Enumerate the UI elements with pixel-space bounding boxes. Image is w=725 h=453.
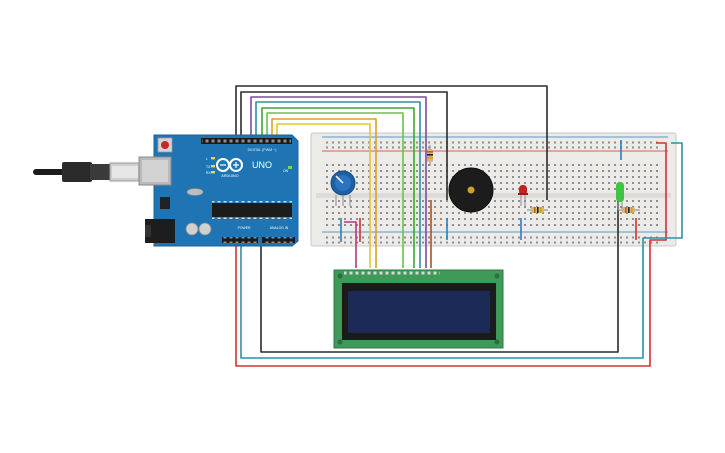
lcd-screen <box>348 291 490 333</box>
arduino-uno-board[interactable]: DIGITAL (PWM ~) UNO ARDUINO L TX RX ON <box>33 134 299 247</box>
piezo-buzzer[interactable] <box>448 167 494 213</box>
rail-holes-bottom[interactable] <box>326 234 662 244</box>
tx-led-icon <box>211 165 215 168</box>
tx-label: TX <box>206 165 211 169</box>
lcd-mount-hole <box>337 273 343 279</box>
resistor-top[interactable] <box>427 145 433 166</box>
reset-button-icon[interactable] <box>157 137 173 153</box>
atmega-pins-bottom <box>212 217 292 219</box>
capacitor-1 <box>185 222 199 236</box>
digital-label: DIGITAL (PWM ~) <box>248 148 277 152</box>
capacitor-2 <box>198 222 212 236</box>
terminal-holes-bottom[interactable] <box>326 200 662 230</box>
brand-label: ARDUINO <box>221 174 239 178</box>
terminal-holes-top[interactable] <box>326 161 662 191</box>
atmega-chip <box>212 203 292 217</box>
voltage-regulator <box>160 197 170 209</box>
wire-purple[interactable] <box>250 96 427 268</box>
wire-black-top[interactable] <box>235 85 548 200</box>
l-led-icon <box>211 157 215 160</box>
wire-black-2[interactable] <box>240 91 448 200</box>
wire-black-ground[interactable] <box>260 200 619 353</box>
lcd-mount-hole <box>494 339 500 345</box>
on-led-icon <box>288 166 292 169</box>
resistor-green-led[interactable] <box>618 207 640 213</box>
wire-teal-ground[interactable] <box>240 142 683 359</box>
analog-label: ANALOG IN <box>270 226 289 230</box>
lcd-display[interactable] <box>333 269 504 349</box>
potentiometer[interactable] <box>330 170 356 206</box>
power-label: POWER <box>238 226 251 230</box>
wire-magenta[interactable] <box>344 221 357 268</box>
wire-green[interactable] <box>261 107 415 268</box>
wire-orange[interactable] <box>271 118 377 268</box>
wire-teal[interactable] <box>255 101 421 268</box>
wire-yellow[interactable] <box>276 123 371 268</box>
crystal-oscillator <box>186 188 204 196</box>
usb-cable-icon[interactable] <box>33 162 141 182</box>
model-label: UNO <box>252 160 272 170</box>
rail-holes-top[interactable] <box>326 139 662 149</box>
dc-power-jack-inner <box>145 225 151 237</box>
wire-lightgreen[interactable] <box>266 112 404 268</box>
atmega-pins-top <box>212 201 292 203</box>
center-channel <box>316 193 671 198</box>
infinity-logo-icon <box>216 158 243 172</box>
lcd-mount-hole <box>494 273 500 279</box>
resistor-red-led[interactable] <box>527 207 548 213</box>
led-red[interactable] <box>518 185 528 206</box>
wires <box>235 85 683 367</box>
lcd-mount-hole <box>337 339 343 345</box>
power-header-pins <box>223 237 257 243</box>
on-label: ON <box>283 169 289 173</box>
led-green[interactable] <box>616 182 624 210</box>
wire-red-power[interactable] <box>235 142 667 367</box>
digital-header-pins <box>202 138 291 144</box>
lcd-pin-header[interactable] <box>344 271 440 276</box>
l-led-label: L <box>206 157 208 161</box>
analog-header-pins <box>263 237 294 243</box>
rx-label: RX <box>206 171 211 175</box>
rx-led-icon <box>211 171 215 174</box>
usb-jack-inner <box>142 160 168 182</box>
